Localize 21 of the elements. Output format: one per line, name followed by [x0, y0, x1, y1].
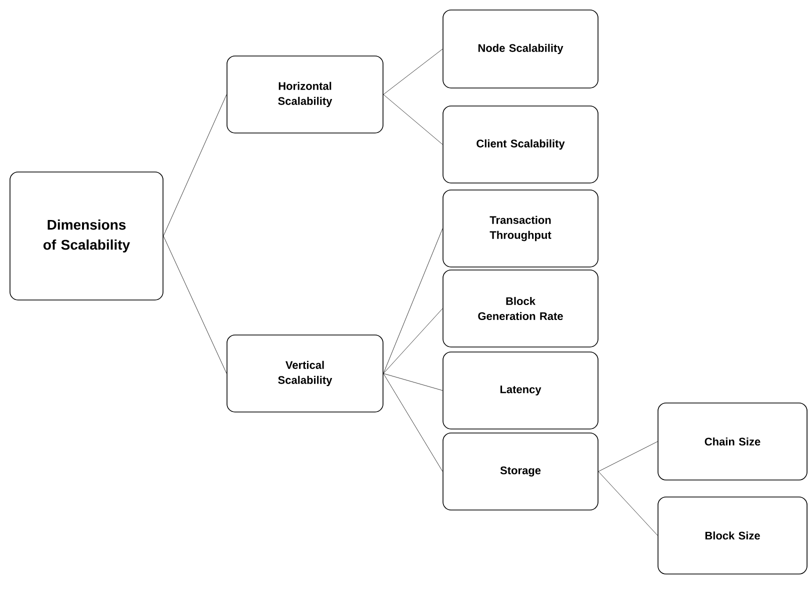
- box: Latency: [442, 352, 598, 430]
- connector: [598, 471, 658, 536]
- connector: [163, 236, 227, 374]
- box: Chain Size: [658, 402, 808, 480]
- box: Client Scalability: [442, 106, 598, 184]
- connector: [383, 373, 443, 391]
- box: Vertical Scalability: [226, 334, 384, 412]
- box: Horizontal Scalability: [226, 56, 384, 134]
- box: Block Generation Rate: [442, 270, 598, 348]
- connector: [383, 48, 443, 95]
- box: Block Size: [658, 496, 808, 574]
- connector: [598, 441, 658, 472]
- connector: [163, 94, 227, 236]
- box: Dimensions of Scalability: [10, 172, 164, 300]
- connector: [383, 228, 443, 374]
- connector: [383, 373, 443, 472]
- box: Transaction Throughput: [442, 190, 598, 268]
- connector: [383, 308, 443, 374]
- connector: [383, 94, 443, 145]
- box: Storage: [442, 432, 598, 510]
- box: Node Scalability: [442, 10, 598, 88]
